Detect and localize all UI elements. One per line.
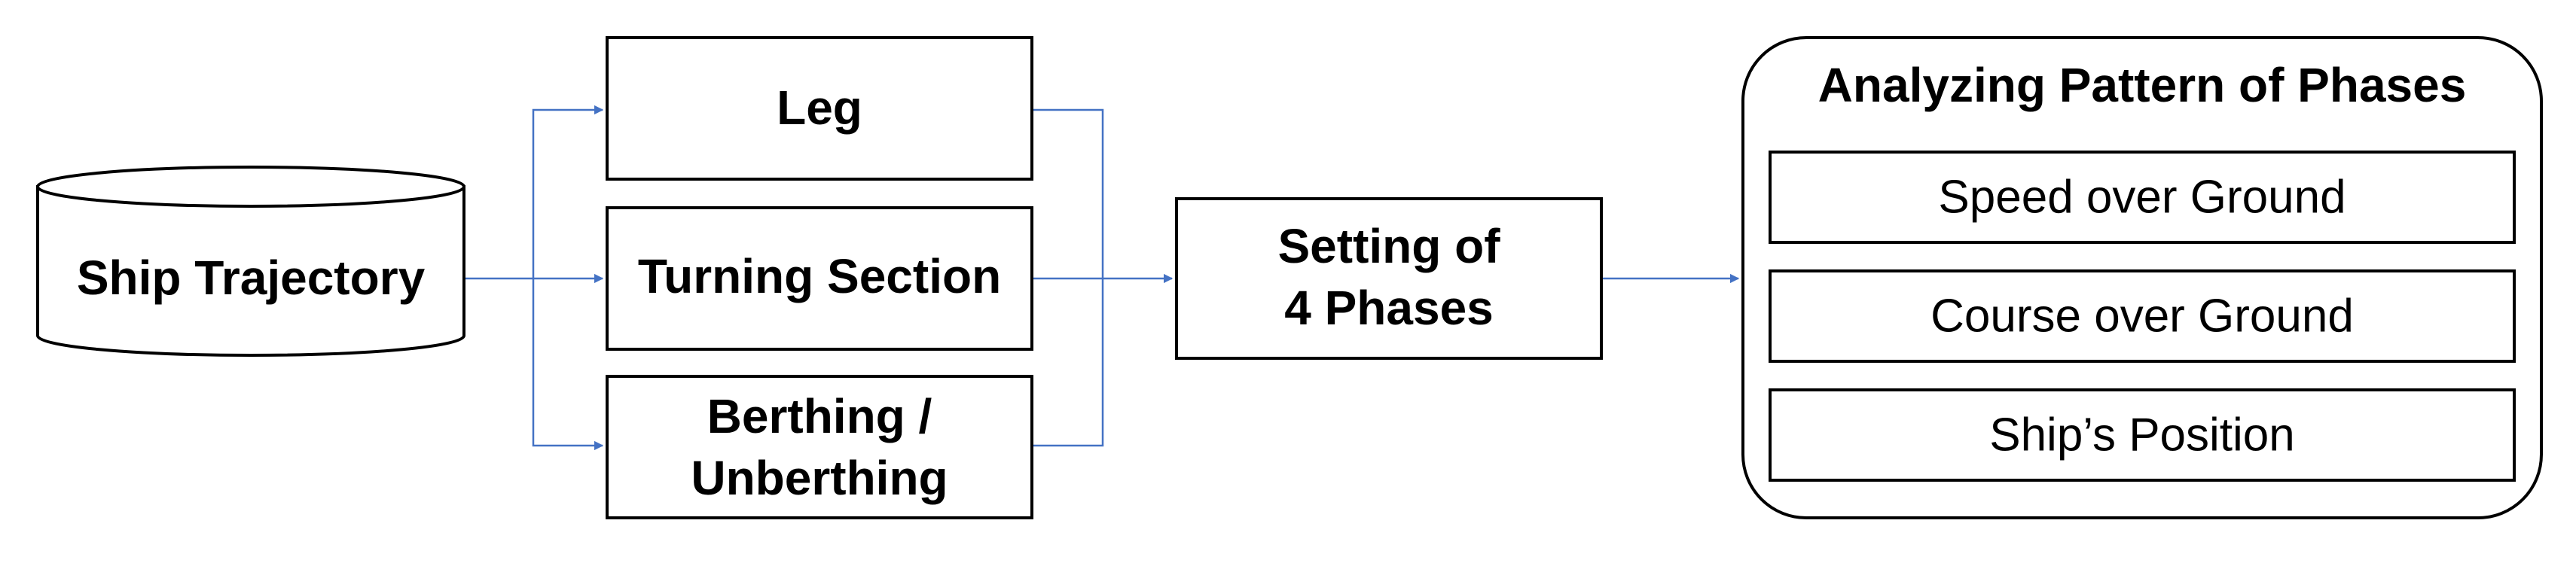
analysis-title: Analyzing Pattern of Phases	[1818, 58, 2467, 112]
turning-section-label: Turning Section	[638, 249, 1001, 303]
metric-course-label: Course over Ground	[1930, 290, 2354, 342]
metric-box-course	[1769, 269, 2516, 363]
connector-berthing-to-setting	[1032, 278, 1104, 447]
setting-phases-box	[1175, 197, 1603, 360]
metric-box-position	[1769, 388, 2516, 482]
metric-speed-label: Speed over Ground	[1938, 171, 2346, 223]
connector-trajectory-to-leg	[532, 105, 604, 278]
cylinder-top	[36, 166, 465, 208]
leg-label: Leg	[777, 81, 862, 135]
connector-trajectory-to-berthing	[532, 278, 604, 451]
ship-trajectory-label: Ship Trajectory	[77, 251, 426, 305]
setting-phases-line2: 4 Phases	[1284, 281, 1494, 335]
metric-box-speed	[1769, 151, 2516, 244]
berthing-label-line1: Berthing /	[707, 389, 932, 443]
metric-position-label: Ship’s Position	[1989, 409, 2295, 461]
cylinder-body	[36, 185, 465, 357]
analysis-panel: Analyzing Pattern of Phases Speed over G…	[1741, 36, 2543, 519]
turning-section-node: Turning Section	[606, 206, 1033, 351]
ship-trajectory-node: Ship Trajectory	[36, 166, 465, 357]
berthing-label-line2: Unberthing	[691, 451, 948, 505]
setting-phases-node: Setting of 4 Phases	[1175, 197, 1603, 360]
connectors	[464, 105, 1740, 451]
berthing-box	[606, 375, 1033, 519]
turning-section-box	[606, 206, 1033, 351]
berthing-node: Berthing / Unberthing	[606, 375, 1033, 519]
connector-leg-to-setting	[1032, 108, 1104, 278]
setting-phases-line1: Setting of	[1277, 219, 1500, 273]
leg-box	[606, 36, 1033, 181]
leg-node: Leg	[606, 36, 1033, 181]
